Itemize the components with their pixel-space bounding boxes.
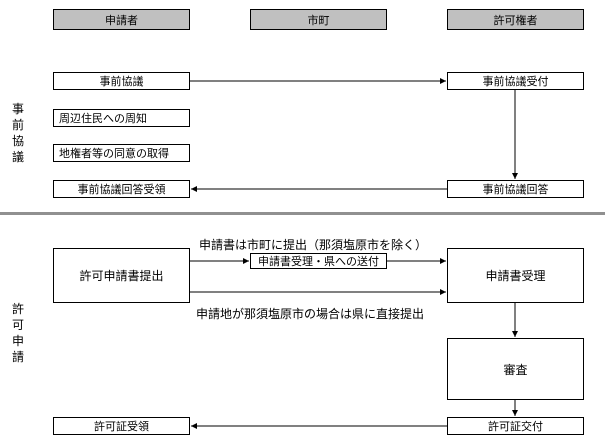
lane-header-applicant: 申請者: [53, 9, 190, 30]
phase-label-permit-application: 許 可 申 請: [11, 302, 24, 364]
review-box: 審査: [447, 338, 584, 400]
note-direct-submit: 申請地が那須塩原市の場合は県に直接提出: [196, 307, 425, 321]
note-submit-to-city: 申請書は市町に提出（那須塩原市を除く）: [199, 238, 428, 252]
phase-label-prior-consultation: 事 前 協 議: [11, 102, 24, 164]
city-forward-box: 申請書受理・県への送付: [250, 253, 387, 269]
permit-issue-box: 許可証交付: [447, 417, 584, 435]
prior-consultation-box: 事前協議: [53, 72, 190, 90]
answer-received-box: 事前協議回答受領: [53, 180, 190, 198]
consultation-accept-box: 事前協議受付: [447, 72, 584, 90]
lane-header-city: 市町: [250, 9, 387, 30]
application-accept-box: 申請書受理: [447, 248, 584, 303]
application-submit-box: 許可申請書提出: [53, 248, 190, 303]
consultation-answer-box: 事前協議回答: [447, 180, 584, 198]
landowner-consent-box: 地権者等の同意の取得: [53, 144, 190, 162]
neighbor-notice-box: 周辺住民への周知: [53, 109, 190, 127]
permit-received-box: 許可証受領: [53, 417, 190, 435]
lane-header-authority: 許可権者: [447, 9, 584, 30]
